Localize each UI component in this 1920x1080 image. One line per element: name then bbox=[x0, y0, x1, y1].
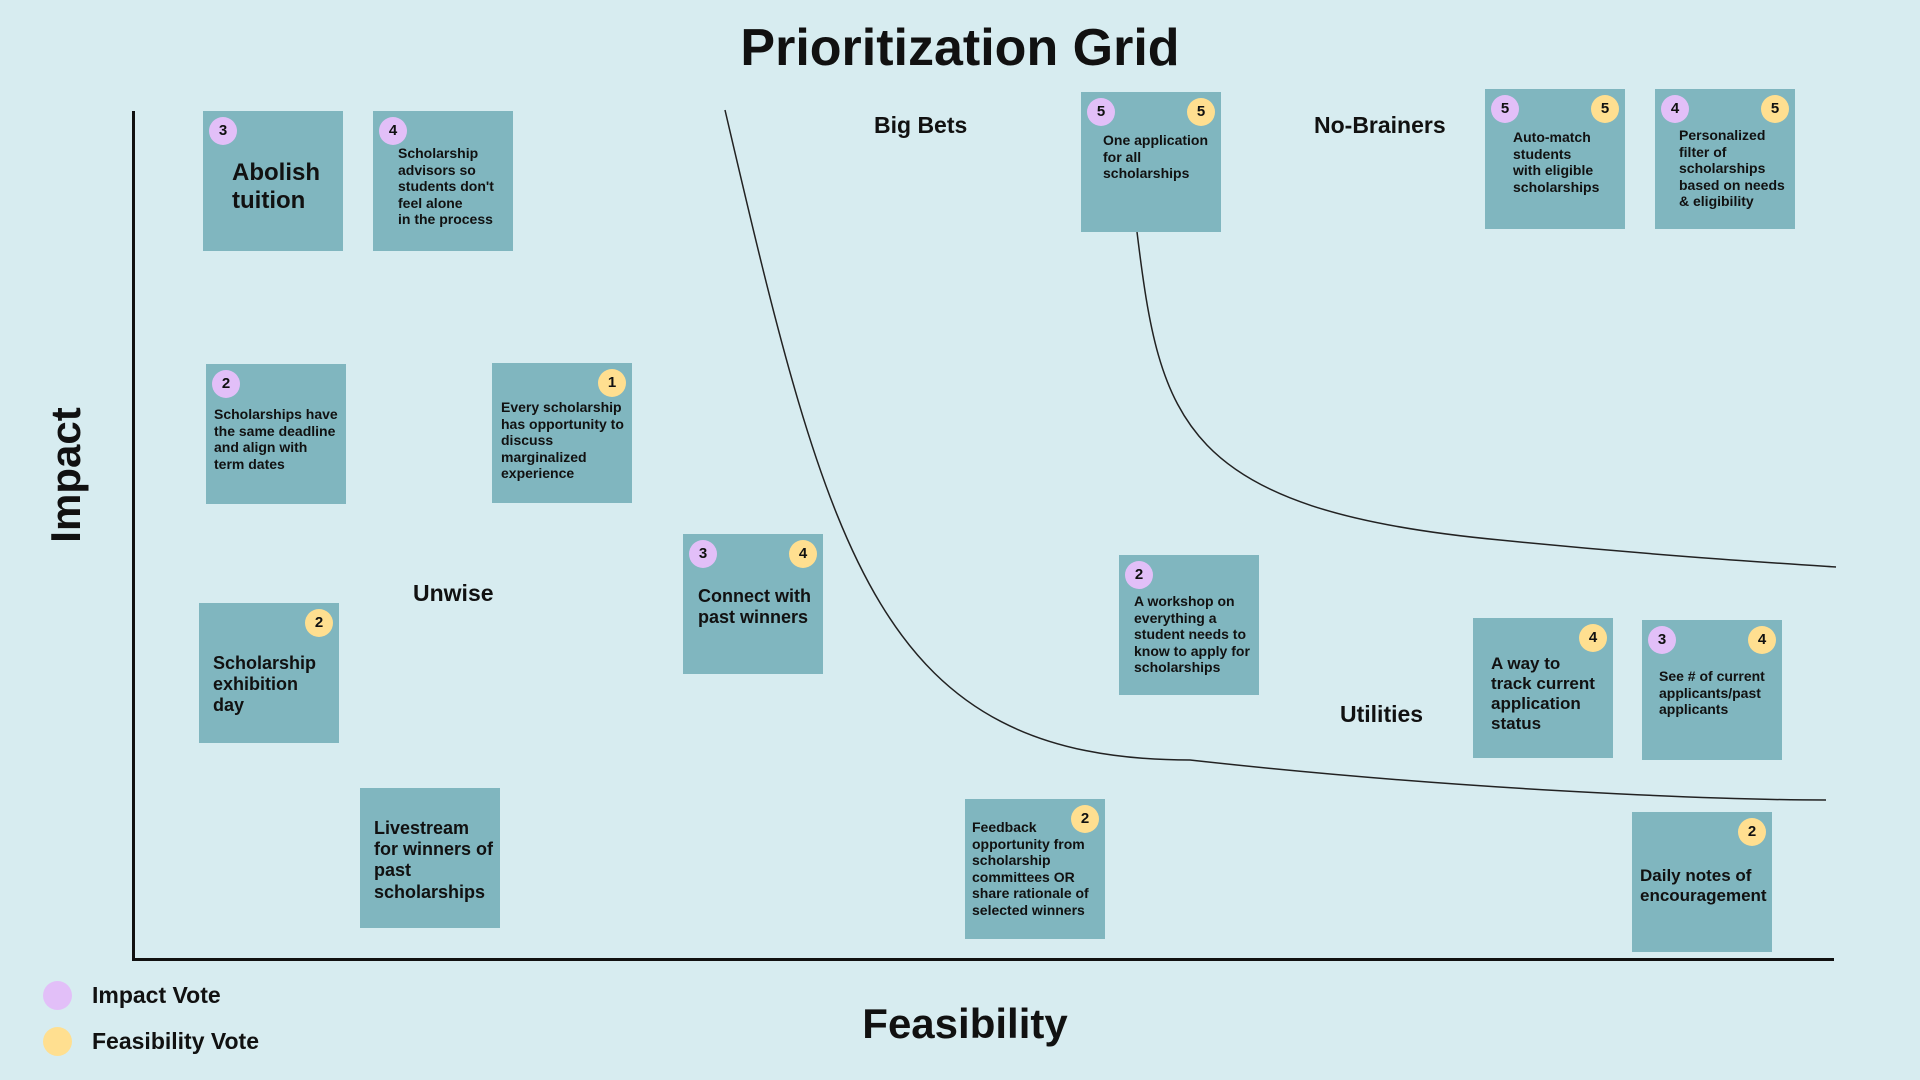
note-text: Daily notes of encouragement bbox=[1640, 866, 1767, 906]
legend-feasibility-label: Feasibility Vote bbox=[92, 1028, 260, 1054]
impact-vote-badge: 4 bbox=[1661, 95, 1689, 123]
sticky-note[interactable]: 5 5 Auto-match students with eligible sc… bbox=[1485, 89, 1625, 229]
note-text: Personalized filter of scholarships base… bbox=[1679, 127, 1785, 210]
note-text: A workshop on everything a student needs… bbox=[1134, 593, 1250, 676]
impact-vote-badge: 5 bbox=[1491, 95, 1519, 123]
impact-vote-badge: 5 bbox=[1087, 98, 1115, 126]
impact-vote-badge: 3 bbox=[1648, 626, 1676, 654]
feasibility-vote-badge: 5 bbox=[1761, 95, 1789, 123]
quadrant-label-unwise: Unwise bbox=[413, 580, 494, 606]
note-text: Abolish tuition bbox=[232, 159, 320, 215]
note-text: Scholarship advisors so students don't f… bbox=[398, 145, 494, 228]
sticky-note[interactable]: 3 4 See # of current applicants/past app… bbox=[1642, 620, 1782, 760]
quadrant-label-utilities: Utilities bbox=[1340, 701, 1424, 727]
impact-vote-badge: 3 bbox=[209, 117, 237, 145]
impact-vote-swatch bbox=[43, 981, 72, 1010]
sticky-note[interactable]: 4 5 Personalized filter of scholarships … bbox=[1655, 89, 1795, 229]
x-axis-line bbox=[132, 958, 1834, 961]
note-text: Scholarship exhibition day bbox=[213, 653, 317, 716]
sticky-note[interactable]: 2 A workshop on everything a student nee… bbox=[1119, 555, 1259, 695]
y-axis-line bbox=[132, 111, 135, 961]
quadrant-label-no-brainers: No-Brainers bbox=[1314, 112, 1446, 138]
note-text: Connect with past winners bbox=[698, 586, 811, 628]
impact-vote-badge: 2 bbox=[212, 370, 240, 398]
divider-curve-main bbox=[724, 109, 1827, 801]
impact-vote-badge: 4 bbox=[379, 117, 407, 145]
sticky-note[interactable]: 3 Abolish tuition bbox=[203, 111, 343, 251]
note-text: One application for all scholarships bbox=[1103, 132, 1209, 182]
note-text: Feedback opportunity from scholarship co… bbox=[972, 819, 1089, 918]
note-text: See # of current applicants/past applica… bbox=[1659, 668, 1765, 718]
feasibility-vote-badge: 5 bbox=[1591, 95, 1619, 123]
sticky-note[interactable]: 2 Scholarship exhibition day bbox=[199, 603, 339, 743]
feasibility-vote-badge: 1 bbox=[598, 369, 626, 397]
feasibility-vote-swatch bbox=[43, 1027, 72, 1056]
feasibility-vote-badge: 5 bbox=[1187, 98, 1215, 126]
feasibility-vote-badge: 4 bbox=[789, 540, 817, 568]
feasibility-vote-badge: 4 bbox=[1748, 626, 1776, 654]
sticky-note[interactable]: 2 Scholarships have the same deadline an… bbox=[206, 364, 346, 504]
sticky-note[interactable]: 3 4 Connect with past winners bbox=[683, 534, 823, 674]
legend-impact-label: Impact Vote bbox=[92, 982, 221, 1008]
note-text: Every scholarship has opportunity to dis… bbox=[501, 399, 624, 482]
feasibility-vote-badge: 2 bbox=[305, 609, 333, 637]
sticky-note[interactable]: 2 Feedback opportunity from scholarship … bbox=[965, 799, 1105, 939]
divider-curve-upper bbox=[1136, 231, 1837, 568]
feasibility-vote-badge: 2 bbox=[1071, 805, 1099, 833]
sticky-note[interactable]: 1 Every scholarship has opportunity to d… bbox=[492, 363, 632, 503]
quadrant-label-big-bets: Big Bets bbox=[874, 112, 968, 138]
sticky-note[interactable]: 5 5 One application for all scholarships bbox=[1081, 92, 1221, 232]
feasibility-vote-badge: 4 bbox=[1579, 624, 1607, 652]
note-text: Livestream for winners of past scholarsh… bbox=[374, 818, 494, 902]
note-text: Scholarships have the same deadline and … bbox=[214, 406, 338, 472]
sticky-note[interactable]: Livestream for winners of past scholarsh… bbox=[360, 788, 500, 928]
feasibility-vote-badge: 2 bbox=[1738, 818, 1766, 846]
sticky-note[interactable]: 4 Scholarship advisors so students don't… bbox=[373, 111, 513, 251]
impact-vote-badge: 2 bbox=[1125, 561, 1153, 589]
page-title: Prioritization Grid bbox=[740, 19, 1180, 77]
x-axis-label: Feasibility bbox=[862, 1000, 1068, 1047]
note-text: Auto-match students with eligible schola… bbox=[1513, 129, 1600, 195]
impact-vote-badge: 3 bbox=[689, 540, 717, 568]
note-text: A way to track current application statu… bbox=[1491, 654, 1595, 734]
sticky-note[interactable]: 2 Daily notes of encouragement bbox=[1632, 812, 1772, 952]
sticky-note[interactable]: 4 A way to track current application sta… bbox=[1473, 618, 1613, 758]
